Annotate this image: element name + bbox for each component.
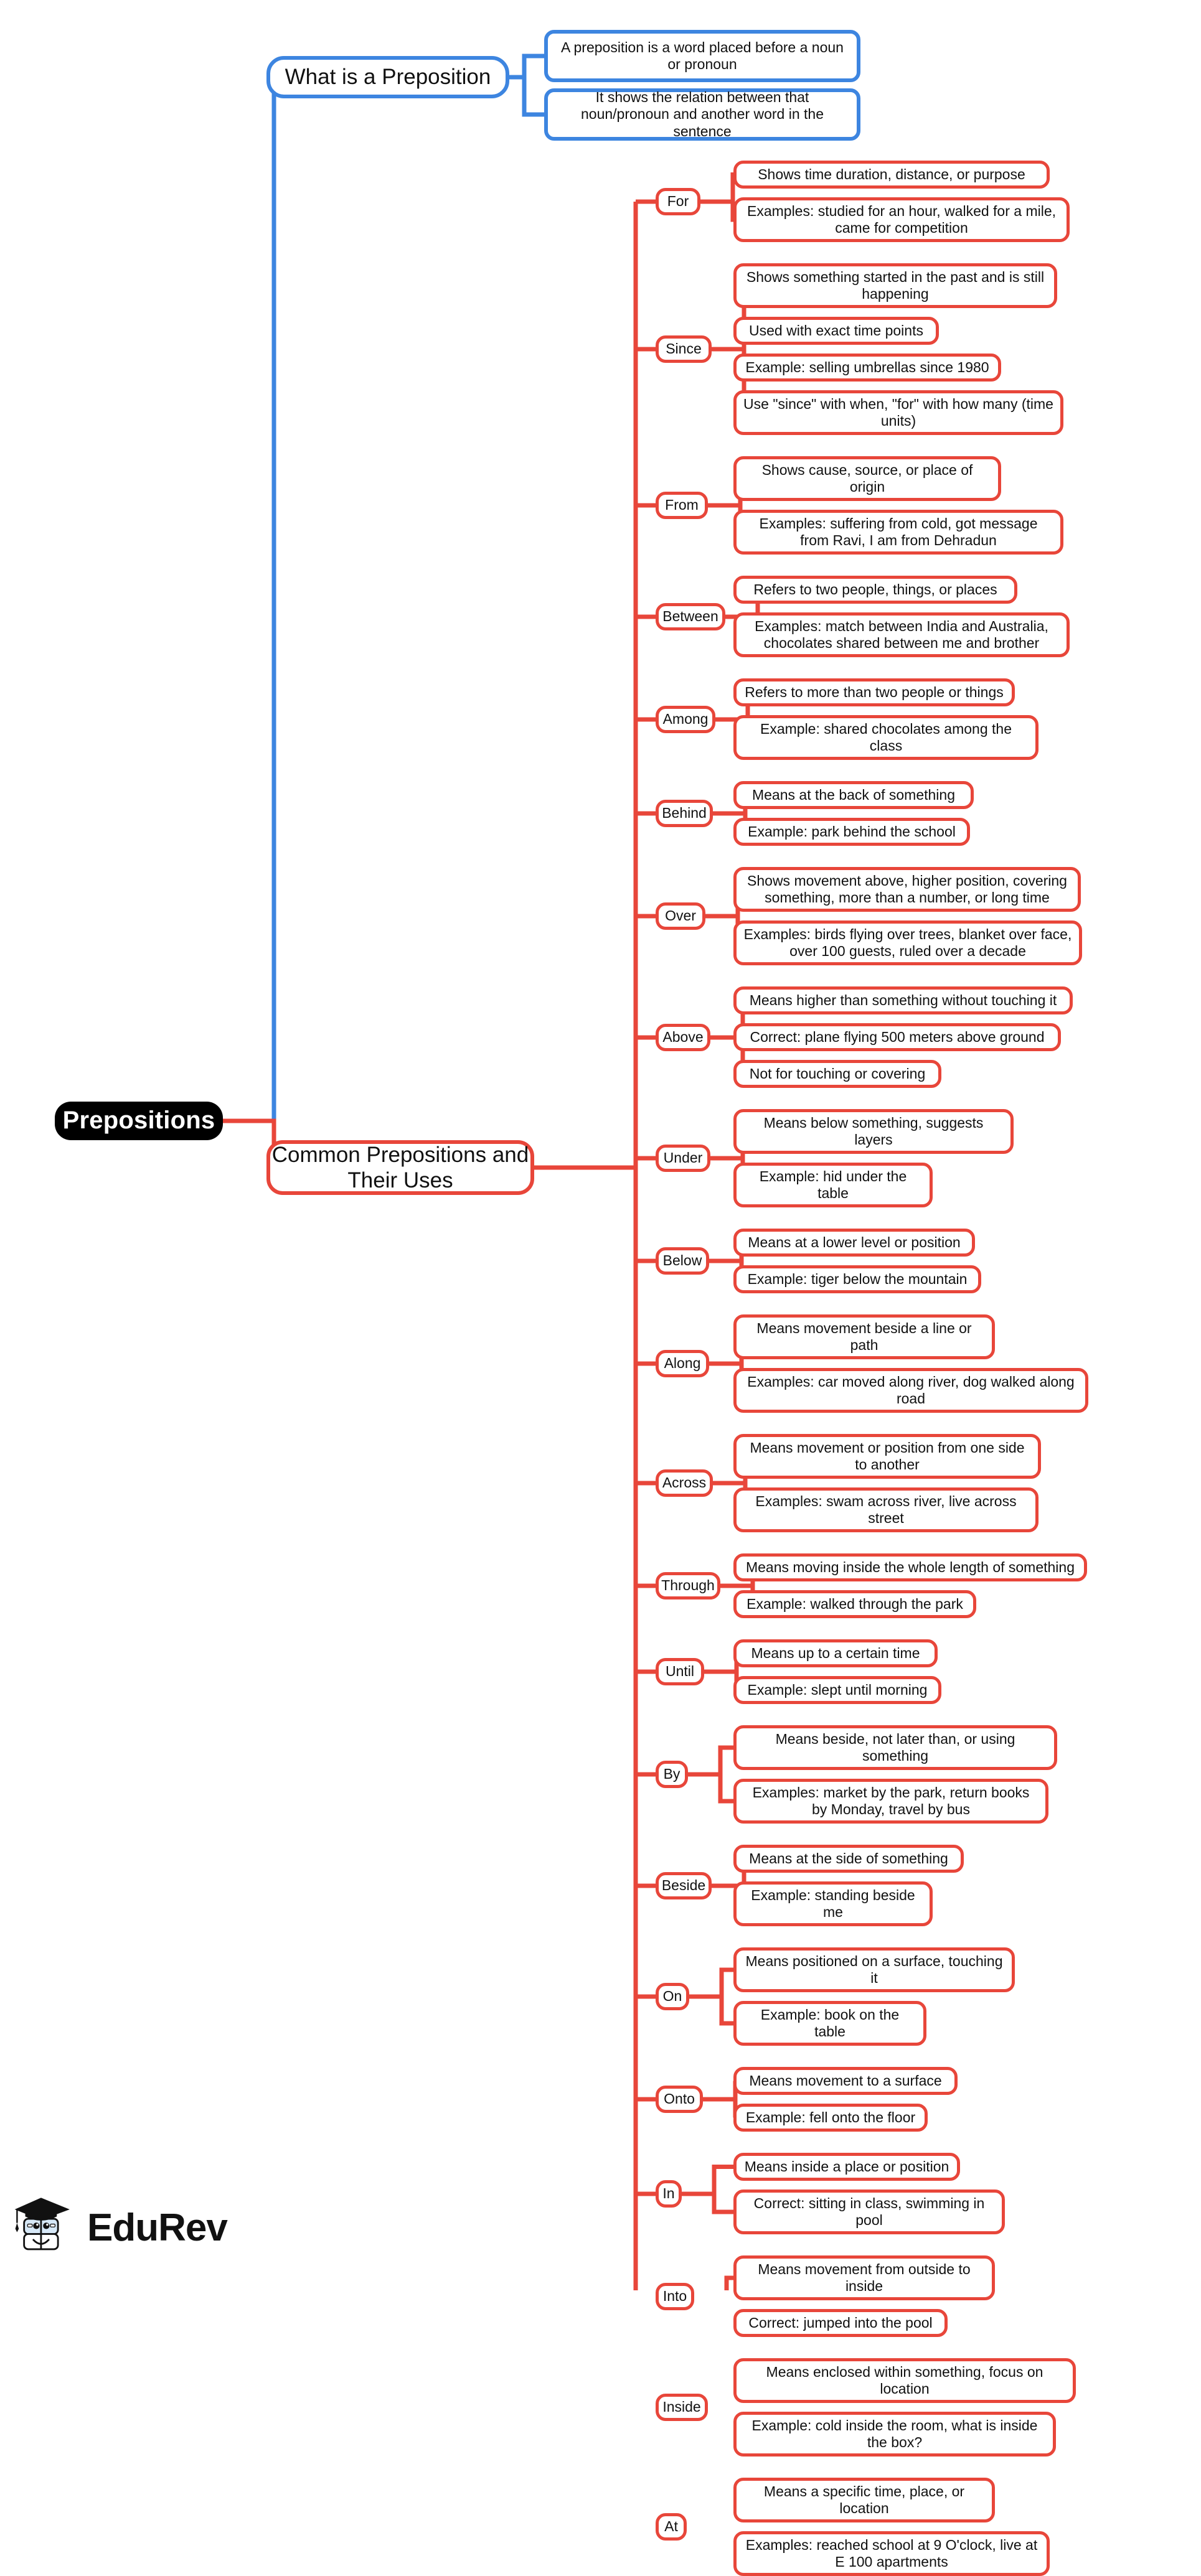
leaf-node[interactable]: Example: park behind the school <box>733 818 970 846</box>
leaf-node[interactable]: Means positioned on a surface, touching … <box>733 1947 1015 1992</box>
branch-node-what-is-a-preposition[interactable]: What is a Preposition <box>266 56 509 98</box>
preposition-node-at[interactable]: At <box>656 2513 687 2541</box>
leaf-node[interactable]: Correct: plane flying 500 meters above g… <box>733 1023 1061 1051</box>
leaf-node[interactable]: Examples: swam across river, live across… <box>733 1487 1039 1532</box>
preposition-node-onto[interactable]: Onto <box>656 2086 703 2113</box>
leaf-node[interactable]: Correct: jumped into the pool <box>733 2309 948 2337</box>
leaf-node[interactable]: Means at a lower level or position <box>733 1229 975 1257</box>
leaf-node[interactable]: Examples: studied for an hour, walked fo… <box>733 197 1070 242</box>
preposition-node-in[interactable]: In <box>656 2180 682 2208</box>
leaf-node[interactable]: Example: walked through the park <box>733 1590 976 1618</box>
preposition-node-beside[interactable]: Beside <box>656 1872 712 1899</box>
preposition-node-along[interactable]: Along <box>656 1350 709 1377</box>
leaf-node[interactable]: Examples: reached school at 9 O'clock, l… <box>733 2531 1050 2576</box>
leaf-node[interactable]: Shows something started in the past and … <box>733 263 1057 308</box>
leaf-node[interactable]: Means up to a certain time <box>733 1639 938 1667</box>
leaf-node[interactable]: It shows the relation between that noun/… <box>544 88 860 141</box>
root-node[interactable]: Prepositions <box>55 1102 223 1140</box>
preposition-node-since[interactable]: Since <box>656 335 712 363</box>
preposition-node-inside[interactable]: Inside <box>656 2394 708 2421</box>
preposition-node-for[interactable]: For <box>656 188 700 215</box>
leaf-node[interactable]: Examples: market by the park, return boo… <box>733 1779 1048 1824</box>
preposition-node-below[interactable]: Below <box>656 1247 709 1275</box>
leaf-node[interactable]: Example: shared chocolates among the cla… <box>733 715 1039 760</box>
leaf-node[interactable]: Example: slept until morning <box>733 1676 941 1704</box>
brand-name: EduRev <box>87 2206 228 2249</box>
graduation-cap-book-mascot-icon <box>14 2198 70 2250</box>
leaf-node[interactable]: Example: fell onto the floor <box>733 2104 928 2132</box>
leaf-node[interactable]: Refers to two people, things, or places <box>733 576 1017 604</box>
leaf-node[interactable]: Means inside a place or position <box>733 2153 960 2181</box>
preposition-node-above[interactable]: Above <box>656 1024 710 1051</box>
preposition-node-among[interactable]: Among <box>656 706 715 733</box>
leaf-node[interactable]: Example: cold inside the room, what is i… <box>733 2412 1056 2457</box>
leaf-node[interactable]: Example: standing beside me <box>733 1881 933 1926</box>
leaf-node[interactable]: Means enclosed within something, focus o… <box>733 2358 1076 2403</box>
leaf-node[interactable]: Means movement from outside to inside <box>733 2255 995 2300</box>
leaf-node[interactable]: Means at the back of something <box>733 781 974 809</box>
preposition-node-under[interactable]: Under <box>656 1145 710 1172</box>
leaf-node[interactable]: Examples: match between India and Austra… <box>733 612 1070 657</box>
preposition-node-from[interactable]: From <box>656 492 708 519</box>
preposition-node-behind[interactable]: Behind <box>656 800 713 827</box>
leaf-node[interactable]: Refers to more than two people or things <box>733 678 1015 706</box>
preposition-node-by[interactable]: By <box>656 1761 688 1788</box>
preposition-node-between[interactable]: Between <box>656 603 725 630</box>
connector-lines <box>223 54 760 2290</box>
leaf-node[interactable]: Used with exact time points <box>733 317 939 345</box>
leaf-node[interactable]: Shows time duration, distance, or purpos… <box>733 161 1050 189</box>
leaf-node[interactable]: Example: selling umbrellas since 1980 <box>733 354 1001 382</box>
preposition-node-on[interactable]: On <box>656 1983 689 2010</box>
branch-node-common-prepositions[interactable]: Common Prepositions and Their Uses <box>266 1140 534 1195</box>
leaf-node[interactable]: Example: book on the table <box>733 2001 926 2046</box>
leaf-node[interactable]: Means a specific time, place, or locatio… <box>733 2478 995 2522</box>
leaf-node[interactable]: Means at the side of something <box>733 1845 964 1873</box>
leaf-node[interactable]: Means movement beside a line or path <box>733 1314 995 1359</box>
leaf-node[interactable]: Examples: birds flying over trees, blank… <box>733 920 1082 965</box>
leaf-node[interactable]: Examples: car moved along river, dog wal… <box>733 1368 1088 1413</box>
leaf-node[interactable]: Means beside, not later than, or using s… <box>733 1725 1057 1770</box>
leaf-node[interactable]: Examples: suffering from cold, got messa… <box>733 510 1063 555</box>
leaf-node[interactable]: A preposition is a word placed before a … <box>544 30 860 82</box>
leaf-node[interactable]: Means movement to a surface <box>733 2067 958 2095</box>
preposition-node-into[interactable]: Into <box>656 2283 694 2310</box>
leaf-node[interactable]: Not for touching or covering <box>733 1060 941 1088</box>
preposition-node-over[interactable]: Over <box>656 902 705 930</box>
leaf-node[interactable]: Shows movement above, higher position, c… <box>733 867 1081 912</box>
leaf-node[interactable]: Means moving inside the whole length of … <box>733 1553 1087 1581</box>
leaf-node[interactable]: Use "since" with when, "for" with how ma… <box>733 390 1063 435</box>
preposition-node-until[interactable]: Until <box>656 1658 704 1685</box>
edurev-logo: EduRev <box>11 2182 260 2275</box>
leaf-node[interactable]: Means movement or position from one side… <box>733 1434 1041 1479</box>
leaf-node[interactable]: Means below something, suggests layers <box>733 1109 1014 1154</box>
leaf-node[interactable]: Means higher than something without touc… <box>733 986 1073 1014</box>
leaf-node[interactable]: Example: hid under the table <box>733 1163 933 1207</box>
leaf-node[interactable]: Example: tiger below the mountain <box>733 1265 981 1293</box>
leaf-node[interactable]: Shows cause, source, or place of origin <box>733 456 1001 501</box>
preposition-node-through[interactable]: Through <box>656 1572 720 1599</box>
mindmap-canvas: Prepositions What is a Preposition A prepo… <box>11 30 1088 2576</box>
leaf-node[interactable]: Correct: sitting in class, swimming in p… <box>733 2190 1005 2234</box>
preposition-node-across[interactable]: Across <box>656 1469 713 1497</box>
